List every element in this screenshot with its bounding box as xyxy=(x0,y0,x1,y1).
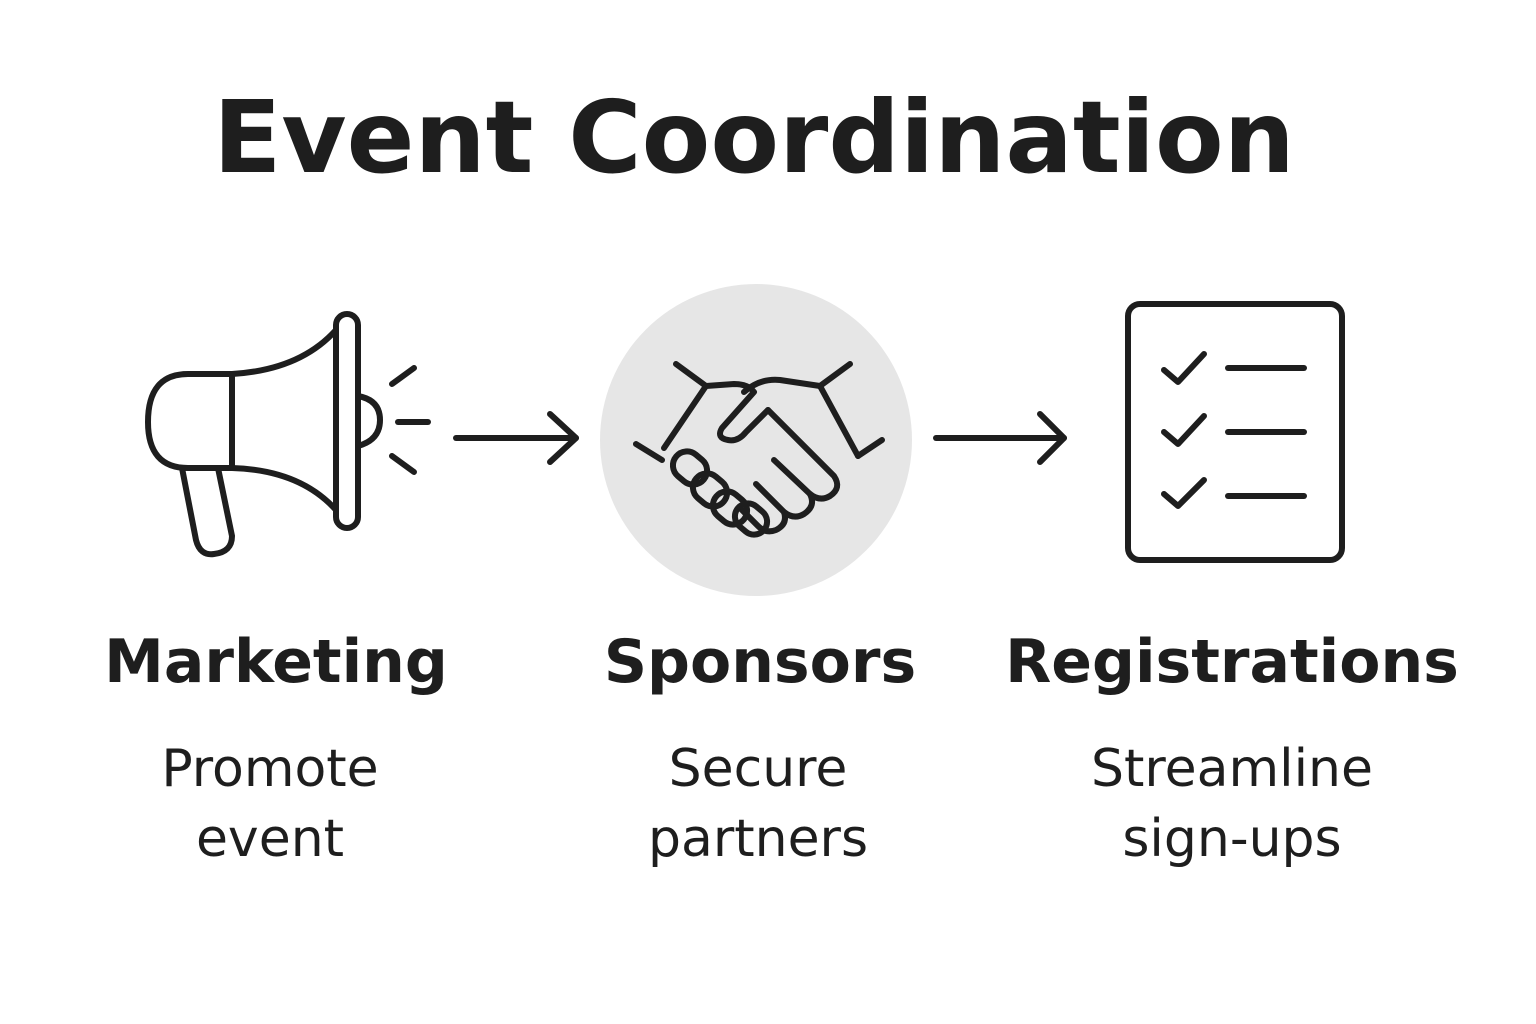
description-line: Promote xyxy=(161,739,379,799)
description-line: event xyxy=(195,809,345,869)
highlight-circle xyxy=(600,284,912,596)
arrow-right-icon xyxy=(453,411,579,465)
diagram-title: Event Coordination xyxy=(213,79,1295,196)
description-line: Streamline xyxy=(1091,739,1373,799)
description-line: Secure xyxy=(668,739,848,799)
step-description-sponsors: Secure partners xyxy=(528,734,988,874)
checklist-icon xyxy=(1125,301,1345,563)
step-label-sponsors: Sponsors xyxy=(603,627,917,697)
step-description-registrations: Streamline sign-ups xyxy=(1002,734,1462,874)
step-description-marketing: Promote event xyxy=(40,734,500,874)
megaphone-icon xyxy=(145,311,431,558)
description-line: partners xyxy=(647,809,869,869)
arrow-right-icon xyxy=(933,411,1067,465)
handshake-icon xyxy=(633,361,885,538)
step-label-marketing: Marketing xyxy=(104,627,448,697)
step-label-registrations: Registrations xyxy=(1005,627,1459,697)
description-line: sign-ups xyxy=(1122,809,1342,869)
